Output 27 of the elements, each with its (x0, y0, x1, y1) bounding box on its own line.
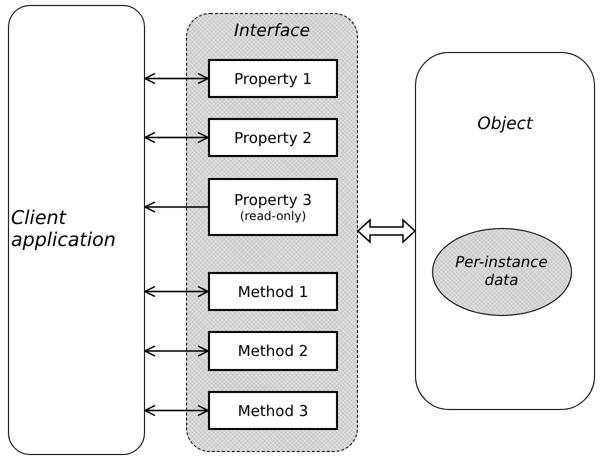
member-label: Property 3 (234, 190, 312, 209)
object-box (415, 52, 595, 410)
interface-panel (186, 13, 358, 452)
arrow (144, 72, 209, 84)
member-label: Method 1 (238, 282, 308, 300)
member-label: Property 2 (234, 128, 312, 146)
note-text: (read-only) (240, 208, 306, 224)
member-box (208, 59, 338, 98)
member-box (208, 118, 338, 157)
arrow (144, 201, 208, 213)
arrow (144, 286, 209, 298)
node-label: Object (477, 115, 533, 135)
arrow (144, 132, 209, 144)
arrow (144, 345, 209, 357)
member-label: Method 3 (238, 402, 308, 420)
node-label: Client application (11, 208, 117, 252)
member-box (208, 391, 338, 430)
member-box (208, 331, 338, 371)
member-label: Method 2 (238, 342, 308, 360)
member-box (208, 272, 338, 311)
member-label: Property 1 (234, 70, 312, 88)
double-arrow (356, 218, 416, 244)
arrow (144, 404, 209, 416)
member-box (208, 178, 338, 236)
node-label: Per-instance data (454, 254, 549, 289)
application-box (8, 5, 145, 455)
panel-title: Interface (234, 22, 310, 42)
